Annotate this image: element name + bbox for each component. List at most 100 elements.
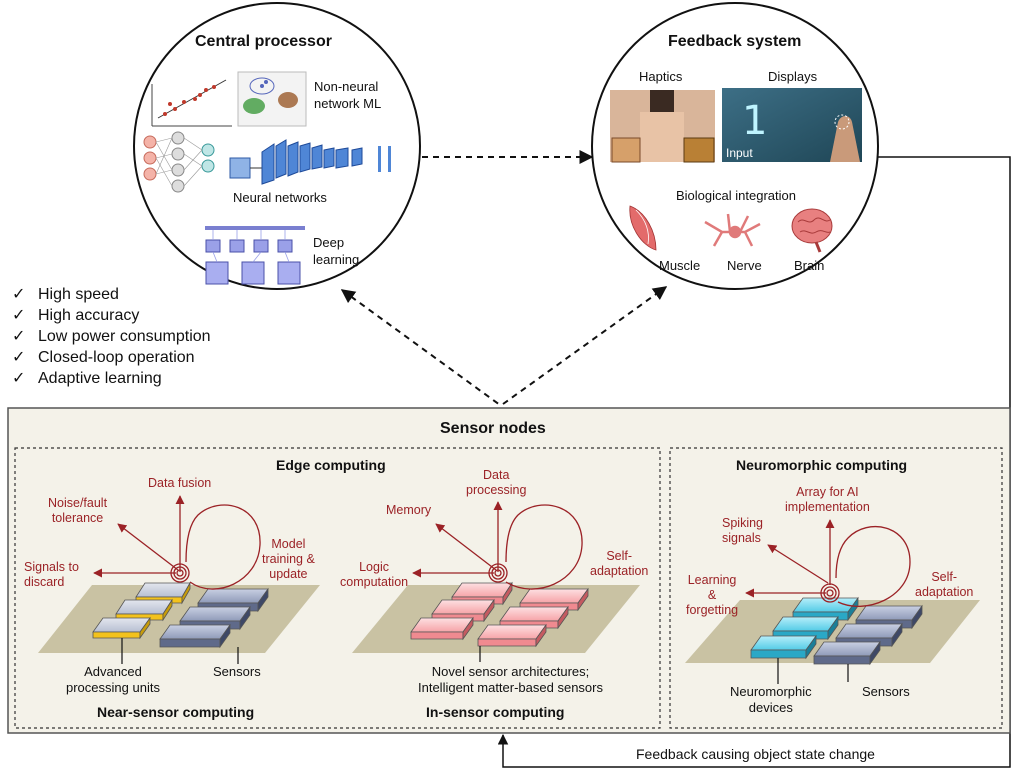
leader-lines <box>121 638 849 684</box>
neural-networks-label: Neural networks <box>233 190 327 205</box>
brain-icon <box>791 208 833 253</box>
neuromorphic-arrows <box>745 519 911 607</box>
check-icon: ✓ <box>12 328 26 345</box>
advantage-item: ✓ Adaptive learning <box>12 368 211 389</box>
neuromorphic-computing-title: Neuromorphic computing <box>736 457 908 473</box>
muscle-icon <box>629 205 657 251</box>
nerve-icon <box>704 213 761 247</box>
cluster-plot-icon <box>237 71 307 127</box>
learning-line1: Learning <box>687 573 737 587</box>
devices-line1: Neuromorphic <box>730 684 812 699</box>
model-line2: training & <box>262 552 315 566</box>
neuromorphic-tiles <box>750 596 923 666</box>
haptics-label: Haptics <box>639 69 683 84</box>
spiking-line2: signals <box>722 531 761 545</box>
check-icon: ✓ <box>12 370 26 387</box>
data-processing-line2: processing <box>466 483 527 497</box>
deep-line2: learning <box>313 252 360 267</box>
non-neural-line1: Non-neural <box>314 79 379 94</box>
data-processing-line1: Data <box>483 468 510 482</box>
data-fusion-label: Data fusion <box>148 476 212 490</box>
near-sensors-label: Sensors <box>213 664 261 679</box>
non-neural-line2: network ML <box>314 96 382 111</box>
check-icon: ✓ <box>12 286 26 303</box>
check-icon: ✓ <box>12 349 26 366</box>
muscle-label: Muscle <box>659 258 701 273</box>
signals-line2: discard <box>24 575 65 589</box>
edge-computing-title: Edge computing <box>276 457 386 473</box>
noise-line2: tolerance <box>51 511 104 525</box>
display-digit: 1 <box>742 98 768 144</box>
biological-integration-label: Biological integration <box>676 188 796 203</box>
advanced-line2: processing units <box>66 680 160 695</box>
array-line1: Array for AI <box>796 485 859 499</box>
learning-forgetting-label: Learning & forgetting <box>686 573 738 618</box>
model-training-label: Model training & update <box>262 537 315 582</box>
neuro-self-line2: adaptation <box>915 585 974 599</box>
advantage-text: Low power consumption <box>38 328 211 345</box>
noise-fault-label: Noise/fault tolerance <box>48 496 107 526</box>
display-input-label: Input <box>726 146 753 160</box>
haptics-image <box>610 90 715 163</box>
spiking-signals-label: Spiking signals <box>722 516 763 546</box>
displays-label: Displays <box>768 69 818 84</box>
model-line1: Model <box>271 537 306 551</box>
neuromorphic-devices-label: Neuromorphic devices <box>730 684 812 716</box>
advanced-line1: Advanced <box>84 664 142 679</box>
near-sensor-arrows <box>93 495 261 590</box>
neuro-sensors-label: Sensors <box>862 684 910 699</box>
advantages-list: ✓High speed ✓ High accuracy ✓ Low power co… <box>12 284 211 389</box>
logic-line2: computation <box>340 575 409 589</box>
deep-line1: Deep <box>313 235 345 250</box>
feedback-loop-line <box>497 156 1011 768</box>
feedback-caption: Feedback causing object state change <box>636 746 875 762</box>
sensor-feedback-arrow <box>502 286 668 405</box>
non-neural-ml-label: Non-neural network ML <box>314 78 381 112</box>
memory-label: Memory <box>386 503 432 517</box>
neural-network-icon <box>143 131 215 193</box>
noise-line1: Noise/fault <box>48 496 108 510</box>
near-sensor-tiles <box>92 581 269 649</box>
novel-sensor-label: Novel sensor architectures; Intelligent … <box>418 664 603 696</box>
edge-computing-box <box>14 447 661 729</box>
in-self-adaptation-label: Self- adaptation <box>590 549 648 579</box>
display-image <box>722 88 862 162</box>
advantage-text: Adaptive learning <box>38 370 162 387</box>
advantage-item: ✓ Closed-loop operation <box>12 347 211 368</box>
advanced-processing-label: Advanced processing units <box>66 664 160 696</box>
array-line2: implementation <box>785 500 870 514</box>
data-processing-label: Data processing <box>466 468 526 498</box>
in-sensor-arrows <box>412 501 583 590</box>
model-line3: update <box>269 567 308 581</box>
advantage-item: ✓ High accuracy <box>12 305 211 326</box>
near-sensor-caption: Near-sensor computing <box>97 704 255 720</box>
array-ai-label: Array for AI implementation <box>785 485 870 515</box>
devices-line2: devices <box>748 700 793 715</box>
novel-line1: Novel sensor architectures; <box>431 664 590 679</box>
in-self-line2: adaptation <box>590 564 649 578</box>
neuro-self-line1: Self- <box>931 570 958 584</box>
deep-learning-icon <box>205 226 305 285</box>
in-sensor-tiles <box>410 581 589 648</box>
novel-line2: Intelligent matter-based sensors <box>418 680 603 695</box>
signals-discard-label: Signals to discard <box>24 560 79 590</box>
in-self-line1: Self- <box>606 549 633 563</box>
scatter-plot-icon <box>151 79 232 127</box>
learning-line2: & <box>707 588 717 602</box>
advantage-item: ✓High speed <box>12 284 211 305</box>
signals-line1: Signals to <box>24 560 79 574</box>
learning-line3: forgetting <box>686 603 739 617</box>
central-processor-title: Central processor <box>195 33 332 50</box>
cnn-icon <box>229 139 391 185</box>
check-icon: ✓ <box>12 307 26 324</box>
in-sensor-caption: In-sensor computing <box>426 704 565 720</box>
advantage-text: High accuracy <box>38 307 140 324</box>
advantage-item: ✓ Low power consumption <box>12 326 211 347</box>
advantage-text: Closed-loop operation <box>38 349 195 366</box>
feedback-system-title: Feedback system <box>668 33 802 50</box>
logic-line1: Logic <box>359 560 389 574</box>
logic-computation-label: Logic computation <box>340 560 408 590</box>
processor-sensor-arrow <box>340 289 501 406</box>
